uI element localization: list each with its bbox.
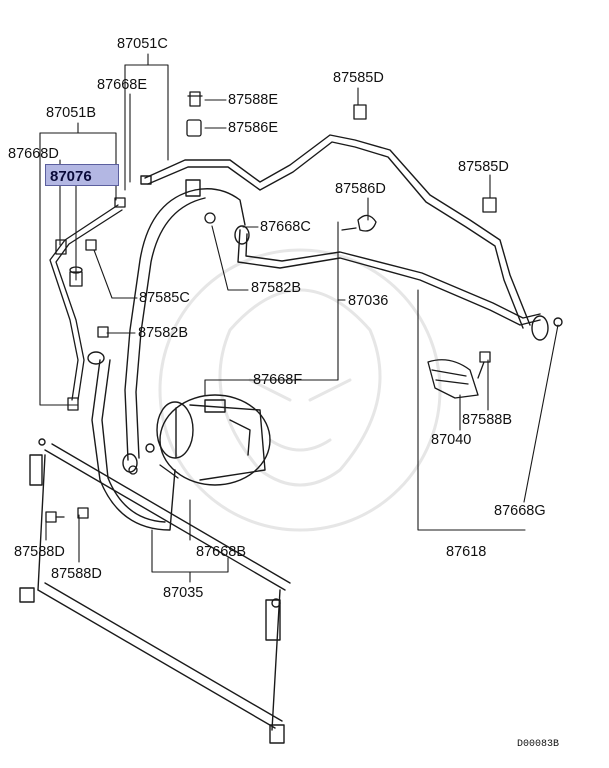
label-87585d-top: 87585D (333, 70, 384, 86)
label-87668d: 87668D (8, 146, 59, 162)
pipe-87051c (141, 135, 530, 328)
label-87668c: 87668C (260, 219, 311, 235)
leader-lines (40, 54, 558, 582)
diagram-code: D00083B (516, 739, 559, 750)
label-87588e: 87588E (228, 92, 278, 108)
label-87040: 87040 (431, 432, 472, 448)
label-87586d: 87586D (335, 181, 386, 197)
label-87585d-right: 87585D (458, 159, 509, 175)
label-87588d-a: 87588D (14, 544, 65, 560)
sensor-87076 (70, 267, 82, 286)
label-87618: 87618 (446, 544, 487, 560)
label-87582b-mid: 87582B (251, 280, 301, 296)
label-87585c: 87585C (139, 290, 190, 306)
condenser (20, 439, 290, 743)
label-87668f: 87668F (253, 372, 303, 388)
bracket-87040 (428, 360, 478, 398)
label-87588b: 87588B (462, 412, 512, 428)
label-87051b: 87051B (46, 105, 96, 121)
label-87582b-left: 87582B (138, 325, 188, 341)
fittings (46, 92, 496, 522)
highlighted-part-label[interactable]: 87076 (50, 168, 92, 185)
hose-87035 (88, 189, 245, 530)
highlighted-part-box[interactable]: 87076 (45, 164, 119, 186)
label-87586e: 87586E (228, 120, 278, 136)
pipe-87051b (50, 198, 125, 410)
label-87668g: 87668G (494, 503, 546, 519)
label-87668b: 87668B (196, 544, 246, 560)
pipe-87036 (235, 226, 562, 340)
label-87051c: 87051C (117, 36, 168, 52)
label-87035: 87035 (163, 585, 204, 601)
label-87588d-b: 87588D (51, 566, 102, 582)
compressor (146, 395, 270, 485)
label-87668e: 87668E (97, 77, 147, 93)
label-87036: 87036 (348, 293, 389, 309)
